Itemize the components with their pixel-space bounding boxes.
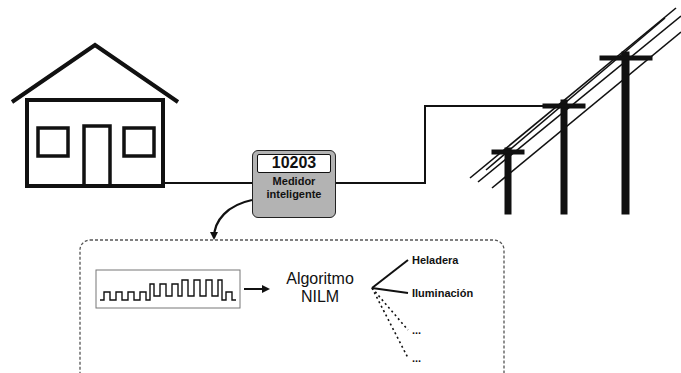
power-lines xyxy=(470,8,681,188)
node-text: 10203 xyxy=(258,155,330,171)
branch-line xyxy=(372,288,408,330)
house xyxy=(12,45,178,186)
waveform xyxy=(100,280,236,300)
algorithm-panel xyxy=(80,240,504,373)
branch-line xyxy=(372,288,408,293)
algorithm-label: Algoritmo NILM xyxy=(272,270,368,306)
smart-meter: 10203Medidor inteligente xyxy=(252,150,336,218)
meter-display: 10203 xyxy=(257,154,331,173)
utility-poles xyxy=(492,52,652,214)
node-text: Heladera xyxy=(412,254,458,266)
branch-line xyxy=(372,288,408,358)
output-label: Heladera xyxy=(412,254,458,266)
output-label: ... xyxy=(412,352,421,364)
curved-arrow xyxy=(214,200,252,238)
branch-line xyxy=(372,260,408,288)
output-label: ... xyxy=(412,324,421,336)
process-arrow xyxy=(244,288,268,290)
output-label: Iluminación xyxy=(412,287,473,299)
node-text: ... xyxy=(412,352,421,364)
node-text: Medidor inteligente xyxy=(255,175,333,201)
node-text: Algoritmo NILM xyxy=(272,270,368,306)
waveform-box xyxy=(96,270,240,308)
node-text: Iluminación xyxy=(412,287,473,299)
node-text: ... xyxy=(412,324,421,336)
